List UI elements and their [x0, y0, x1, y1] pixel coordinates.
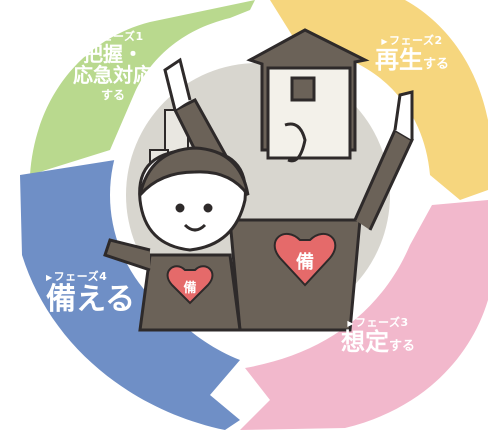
- phase-4-tag: ▶フェーズ4: [46, 268, 166, 284]
- phase-3-tag-text: フェーズ3: [355, 316, 409, 329]
- phase-4-title: 備える: [46, 284, 166, 316]
- adult-heart-label: 備: [296, 251, 314, 273]
- phase-4-title-text: 備える: [46, 282, 136, 317]
- phase-1-suffix: する: [100, 88, 125, 102]
- triangle-icon: ▶: [82, 33, 90, 42]
- phase-3-tag: ▶フェーズ3: [318, 314, 438, 330]
- phase-1-title-line1: 把握・: [83, 42, 143, 66]
- triangle-icon: ▶: [46, 273, 53, 282]
- phase-2-suffix: する: [422, 57, 449, 72]
- phase-2-tag: ▶フェーズ2: [362, 32, 462, 48]
- phase-1-title: 把握・ 応急対応: [58, 44, 168, 86]
- phase-1-tag: ▶フェーズ1: [58, 28, 168, 44]
- segment-phase3: [240, 200, 488, 430]
- child-heart-label: 備: [183, 280, 196, 296]
- phase-2-tag-text: フェーズ2: [389, 34, 443, 47]
- triangle-icon: ▶: [381, 37, 389, 46]
- phase-1-title-line2: 応急対応: [73, 63, 153, 87]
- phase-2-label: ▶フェーズ2 再生する: [362, 32, 462, 73]
- phase-3-title: 想定する: [318, 328, 438, 356]
- phase-3-label: ▶フェーズ3 想定する: [318, 314, 438, 355]
- phase-1-tag-text: フェーズ1: [90, 30, 144, 43]
- phase-4-tag-text: フェーズ4: [53, 270, 108, 283]
- segment-phase1: [30, 0, 255, 175]
- phase-3-suffix: する: [388, 339, 415, 354]
- phase-4-label: ▶フェーズ4 備える: [46, 268, 166, 316]
- triangle-icon: ▶: [347, 319, 355, 328]
- segment-phase4: [20, 160, 240, 430]
- child-heart: [166, 265, 214, 305]
- phase-1-label: ▶フェーズ1 把握・ 応急対応 する: [58, 28, 168, 103]
- phase-2-title-text: 再生: [374, 46, 423, 74]
- adult-heart: [273, 233, 337, 287]
- phase-2-title: 再生する: [362, 46, 462, 74]
- phase-3-title-text: 想定: [340, 328, 389, 356]
- adult-character: [163, 28, 414, 332]
